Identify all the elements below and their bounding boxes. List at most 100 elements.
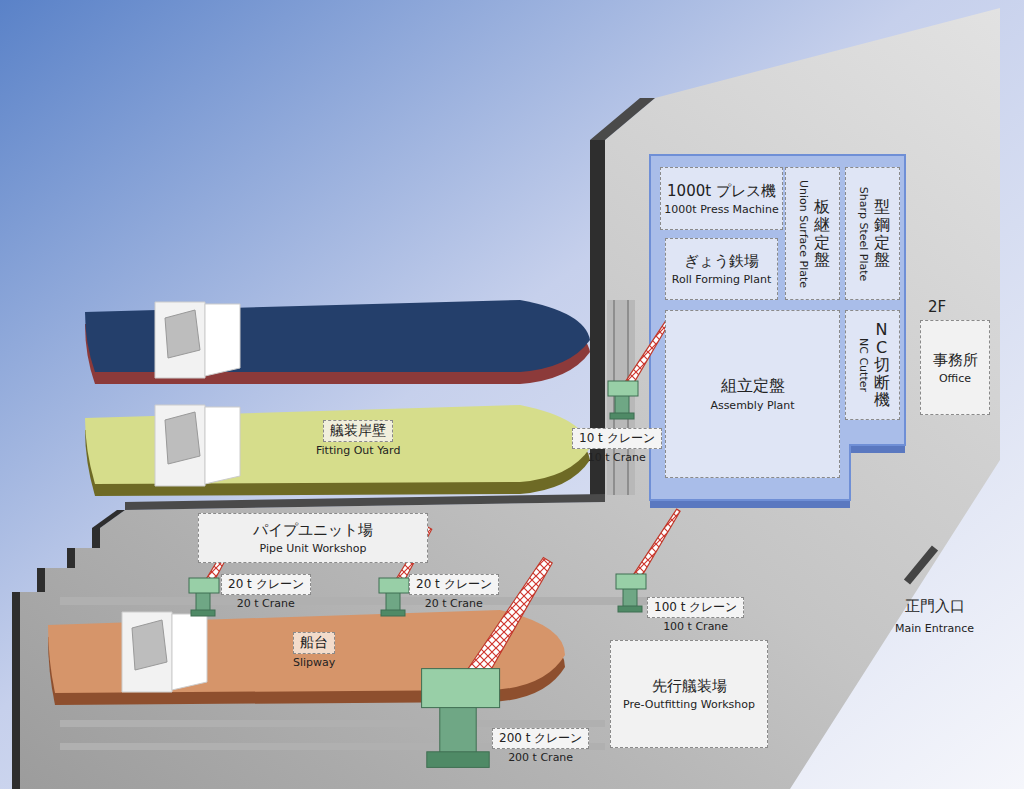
- tag-ja: 20 t クレーン: [416, 576, 492, 593]
- quay-wall: [92, 528, 100, 548]
- area-name-ja: 事務所: [933, 351, 978, 370]
- crane: [608, 320, 669, 419]
- area-name-ja: 型鋼定盤: [874, 198, 890, 268]
- tag-box: 20 t クレーン: [221, 574, 311, 595]
- crane-base: [427, 752, 489, 768]
- tag-box: 10 t クレーン: [572, 428, 662, 449]
- area-box: Sharp Steel Plate 型鋼定盤: [845, 167, 900, 300]
- area-name-ja: 1000t プレス機: [667, 182, 776, 201]
- crane-rail: [607, 300, 635, 495]
- area-name-en: Roll Forming Plant: [672, 273, 771, 286]
- ship-bridge: [155, 405, 205, 486]
- crane-base: [618, 606, 642, 612]
- cranes: [189, 320, 680, 767]
- gate-marker: [907, 548, 935, 582]
- tag-en: 10 t Crane: [572, 451, 662, 464]
- crane-boom: [625, 320, 670, 387]
- ship-bridge: [172, 614, 207, 690]
- tag-en: 20 t Crane: [221, 597, 311, 610]
- area-name-en: Office: [939, 372, 971, 385]
- entrance-label: Main Entrance: [895, 622, 974, 635]
- crane-rail: [60, 720, 605, 727]
- crane-cab: [616, 574, 646, 589]
- ship-bridge: [155, 302, 205, 378]
- tag-ja: 船台: [300, 634, 328, 652]
- crane-cab: [379, 578, 409, 593]
- area-box: Union Surface Plate 板継定盤: [785, 167, 840, 300]
- tag-ja: 20 t クレーン: [228, 576, 304, 593]
- area-name-en: Pipe Unit Workshop: [260, 542, 367, 555]
- name-tag: 200 t クレーン 200 t Crane: [492, 727, 589, 764]
- rotated-holder: Union Surface Plate: [796, 172, 810, 295]
- tag-en: 200 t Crane: [492, 751, 589, 764]
- ship-bridge: [132, 620, 167, 670]
- building: [650, 155, 905, 500]
- area-name-ja: 組立定盤: [721, 376, 785, 397]
- tag-en: 100 t Crane: [647, 620, 744, 633]
- crane-base: [191, 610, 215, 616]
- area-box: 先行艤装場 Pre-Outfitting Workshop: [610, 640, 768, 748]
- quay-wall: [67, 548, 75, 568]
- name-tag: 20 t クレーン 20 t Crane: [221, 573, 311, 610]
- entrance-label: 正門入口: [905, 597, 965, 616]
- tag-box: 20 t クレーン: [409, 574, 499, 595]
- rotated-holder: NC Cutter: [856, 315, 870, 415]
- quay-wall: [92, 510, 125, 528]
- ship-bridge: [165, 412, 200, 464]
- tag-box: 艤装岸壁: [323, 420, 393, 442]
- floor-label: 2F: [928, 298, 946, 316]
- tag-ja: 10 t クレーン: [579, 430, 655, 447]
- name-tag: 20 t クレーン 20 t Crane: [409, 573, 499, 610]
- crane-base: [610, 413, 634, 419]
- area-name-en: Union Surface Plate: [796, 179, 809, 287]
- tag-box: 200 t クレーン: [492, 728, 589, 749]
- tag-ja: 200 t クレーン: [499, 730, 582, 747]
- quay-wall: [37, 568, 45, 592]
- office-inner: 事務所 Office: [920, 320, 990, 415]
- area-name-ja: NC切断機: [874, 321, 890, 409]
- ship-bridge: [205, 407, 240, 484]
- name-tag: 100 t クレーン 100 t Crane: [647, 596, 744, 633]
- area-name-ja: 先行艤装場: [652, 677, 727, 696]
- crane-cab: [422, 669, 500, 708]
- crane-cab: [189, 578, 219, 593]
- crane-base: [381, 610, 405, 616]
- tag-en: Slipway: [293, 656, 335, 669]
- rotated-holder: Sharp Steel Plate: [856, 172, 870, 295]
- area-box: 組立定盤 Assembly Plant: [665, 310, 840, 478]
- area-name-en: Sharp Steel Plate: [856, 186, 869, 281]
- ship-bridge: [165, 310, 200, 358]
- area-box: パイプユニット場 Pipe Unit Workshop: [198, 513, 428, 563]
- office-box: 2F 事務所 Office: [916, 298, 990, 415]
- quay-wall: [590, 98, 655, 140]
- area-name-en: 1000t Press Machine: [664, 203, 778, 216]
- ship-bridge: [205, 304, 240, 376]
- tag-box: 船台: [293, 632, 335, 654]
- area-box: NC Cutter NC切断機: [845, 310, 900, 420]
- area-box: ぎょう鉄場 Roll Forming Plant: [665, 238, 778, 300]
- quay-wall: [12, 592, 20, 789]
- area-name-ja: ぎょう鉄場: [684, 252, 759, 271]
- tag-box: 100 t クレーン: [647, 597, 744, 618]
- area-box: 1000t プレス機 1000t Press Machine: [660, 167, 783, 230]
- ship-bridge: [122, 612, 172, 692]
- crane-cab: [608, 381, 638, 396]
- tag-ja: 100 t クレーン: [654, 599, 737, 616]
- area-name-ja: パイプユニット場: [253, 521, 373, 540]
- area-name-ja: 板継定盤: [814, 198, 830, 268]
- land: [20, 8, 1000, 789]
- name-tag: 艤装岸壁 Fitting Out Yard: [316, 420, 400, 457]
- name-tag: 10 t クレーン 10 t Crane: [572, 427, 662, 464]
- area-name-en: Assembly Plant: [710, 399, 794, 412]
- tag-en: Fitting Out Yard: [316, 444, 400, 457]
- tag-en: 20 t Crane: [409, 597, 499, 610]
- building-side: [650, 163, 905, 508]
- crane-rail: [60, 597, 710, 605]
- area-name-en: Pre-Outfitting Workshop: [623, 698, 755, 711]
- area-name-en: NC Cutter: [856, 338, 869, 392]
- tag-ja: 艤装岸壁: [330, 422, 386, 440]
- name-tag: 船台 Slipway: [293, 632, 335, 669]
- crane-boom: [633, 509, 680, 580]
- quay-wall: [125, 494, 605, 510]
